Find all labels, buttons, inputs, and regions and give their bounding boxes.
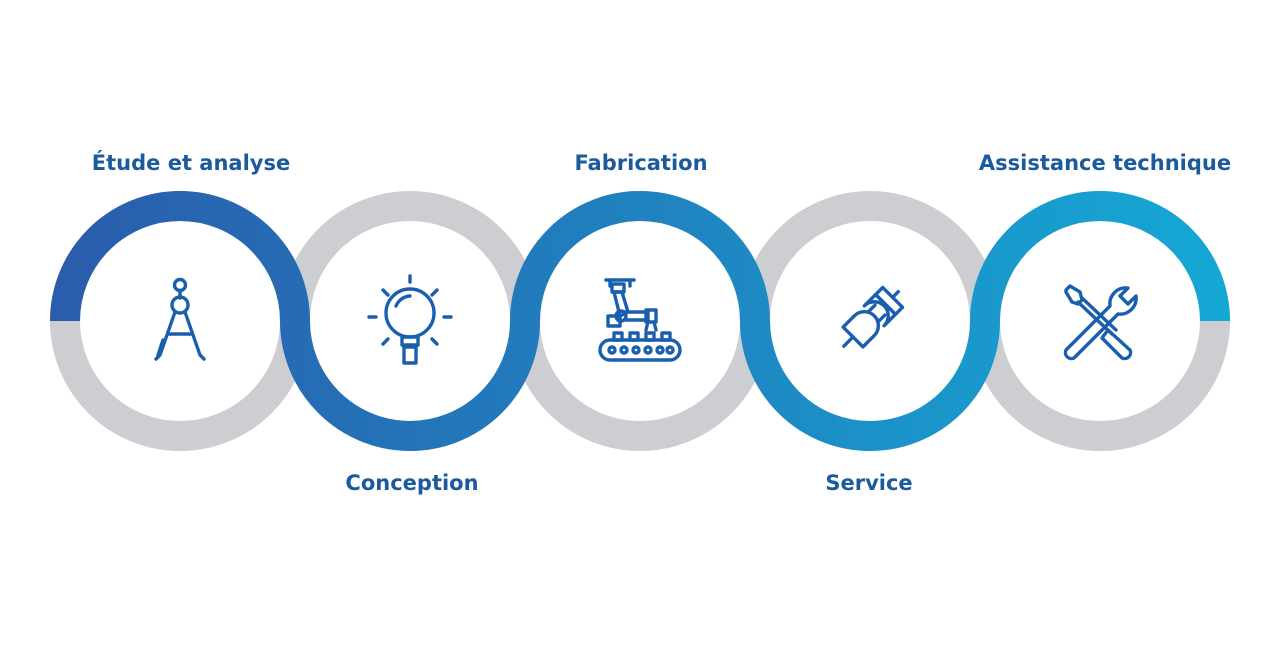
light-bulb-icon — [367, 274, 453, 365]
drafting-compass-icon — [154, 277, 206, 361]
step-label-assistance: Assistance technique — [978, 151, 1232, 175]
step-label-etude: Étude et analyse — [91, 151, 291, 175]
step-label-fabrication: Fabrication — [574, 151, 708, 175]
screwdriver-wrench-icon — [1063, 284, 1138, 361]
robot-arm-conveyor-icon — [598, 278, 682, 362]
gradient-wave — [50, 191, 1230, 451]
step-label-conception: Conception — [345, 471, 479, 495]
plug-connector-icon — [841, 285, 905, 349]
step-label-service: Service — [825, 471, 913, 495]
